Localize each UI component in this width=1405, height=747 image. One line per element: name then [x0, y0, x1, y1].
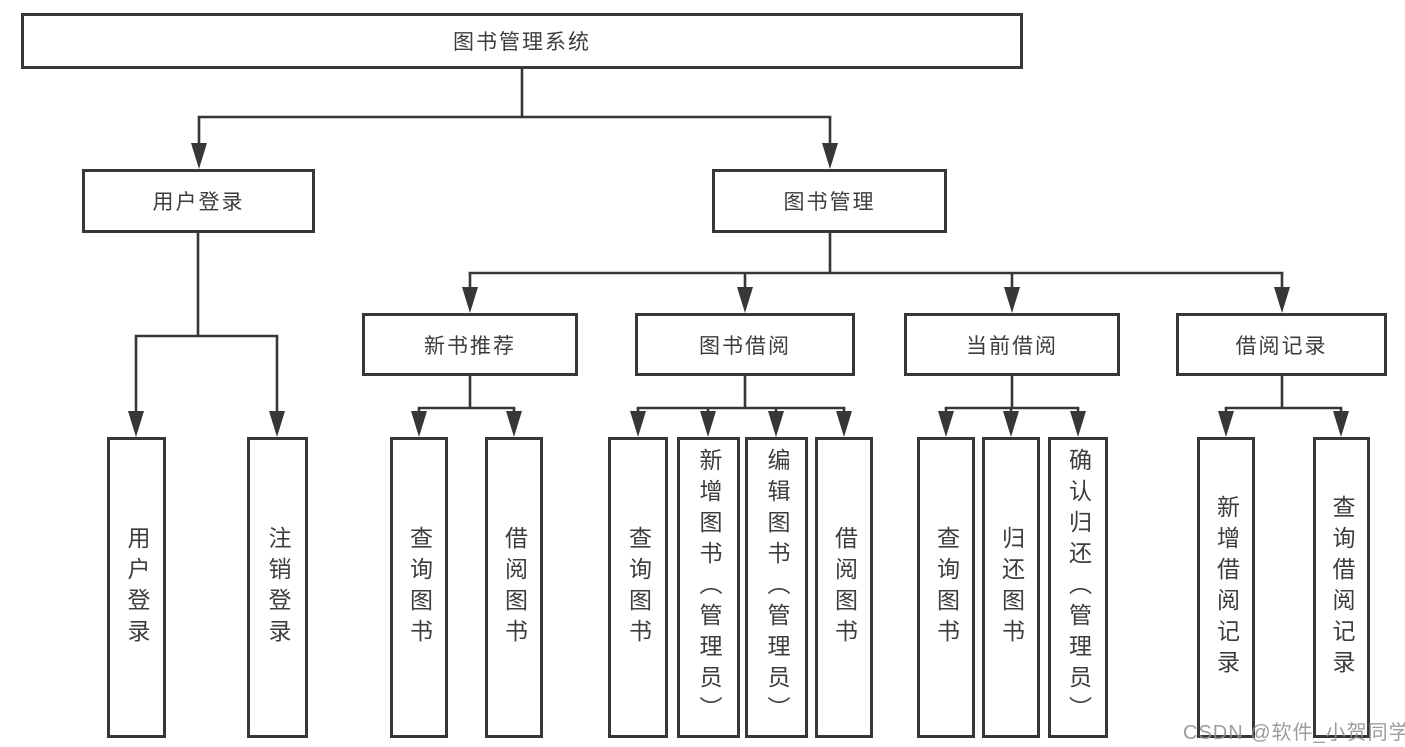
- node-borrowing-records-label: 借阅记录: [1235, 334, 1328, 358]
- connector-new-book-split: [411, 376, 522, 437]
- node-new-book-recommend: 新书推荐: [362, 313, 578, 376]
- leaf-borrow-books-label: 借阅图书: [831, 525, 858, 650]
- leaf-query-books-recommend: 查询图书: [390, 437, 448, 738]
- node-current-borrowing-label: 当前借阅: [966, 334, 1058, 358]
- leaf-return-books-label: 归还图书: [998, 525, 1025, 650]
- leaf-query-books-recommend-label: 查询图书: [406, 525, 433, 650]
- connector-user-login-split: [128, 233, 285, 437]
- node-book-borrowing-label: 图书借阅: [699, 334, 791, 358]
- leaf-confirm-return-admin: 确认归还（管理员）: [1048, 437, 1108, 738]
- leaf-logout-label: 注销登录: [265, 525, 291, 650]
- leaf-query-books-current-label: 查询图书: [933, 525, 960, 650]
- node-current-borrowing: 当前借阅: [904, 313, 1120, 376]
- leaf-user-login: 用户登录: [107, 437, 166, 738]
- connector-book-mgmt-split: [462, 233, 1290, 313]
- connector-current-borrow-split: [938, 376, 1086, 437]
- leaf-add-borrow-record: 新增借阅记录: [1197, 437, 1255, 738]
- leaf-edit-books-admin: 编辑图书（管理员）: [745, 437, 808, 738]
- node-borrowing-records: 借阅记录: [1176, 313, 1387, 376]
- leaf-query-books-current: 查询图书: [917, 437, 975, 738]
- leaf-add-books-admin-label: 新增图书（管理员）: [696, 448, 722, 727]
- node-book-management-label: 图书管理: [783, 191, 876, 214]
- leaf-query-borrow-record: 查询借阅记录: [1313, 437, 1370, 738]
- node-user-login: 用户登录: [82, 169, 315, 233]
- connector-borrow-records-split: [1218, 376, 1349, 437]
- node-book-management: 图书管理: [712, 169, 947, 233]
- csdn-watermark: CSDN @软件_小贺同学: [1183, 722, 1405, 744]
- node-root-system: 图书管理系统: [21, 13, 1023, 69]
- node-user-login-label: 用户登录: [152, 191, 245, 214]
- node-book-borrowing: 图书借阅: [635, 313, 855, 376]
- leaf-add-borrow-record-label: 新增借阅记录: [1213, 494, 1240, 681]
- leaf-borrow-books: 借阅图书: [815, 437, 873, 738]
- connector-root-split: [191, 69, 838, 169]
- leaf-add-books-admin: 新增图书（管理员）: [677, 437, 740, 738]
- node-new-book-recommend-label: 新书推荐: [424, 334, 516, 358]
- leaf-confirm-return-admin-label: 确认归还（管理员）: [1065, 448, 1092, 727]
- connector-book-borrow-split: [630, 376, 852, 437]
- leaf-query-borrow-record-label: 查询借阅记录: [1329, 494, 1355, 681]
- leaf-edit-books-admin-label: 编辑图书（管理员）: [764, 448, 790, 727]
- node-root-system-label: 图书管理系统: [453, 31, 591, 54]
- leaf-logout: 注销登录: [247, 437, 308, 738]
- leaf-return-books: 归还图书: [982, 437, 1040, 738]
- leaf-query-books-borrowing: 查询图书: [608, 437, 668, 738]
- leaf-query-books-borrowing-label: 查询图书: [625, 525, 652, 650]
- leaf-user-login-label: 用户登录: [124, 525, 150, 650]
- leaf-borrow-books-recommend-label: 借阅图书: [501, 525, 528, 650]
- leaf-borrow-books-recommend: 借阅图书: [485, 437, 543, 738]
